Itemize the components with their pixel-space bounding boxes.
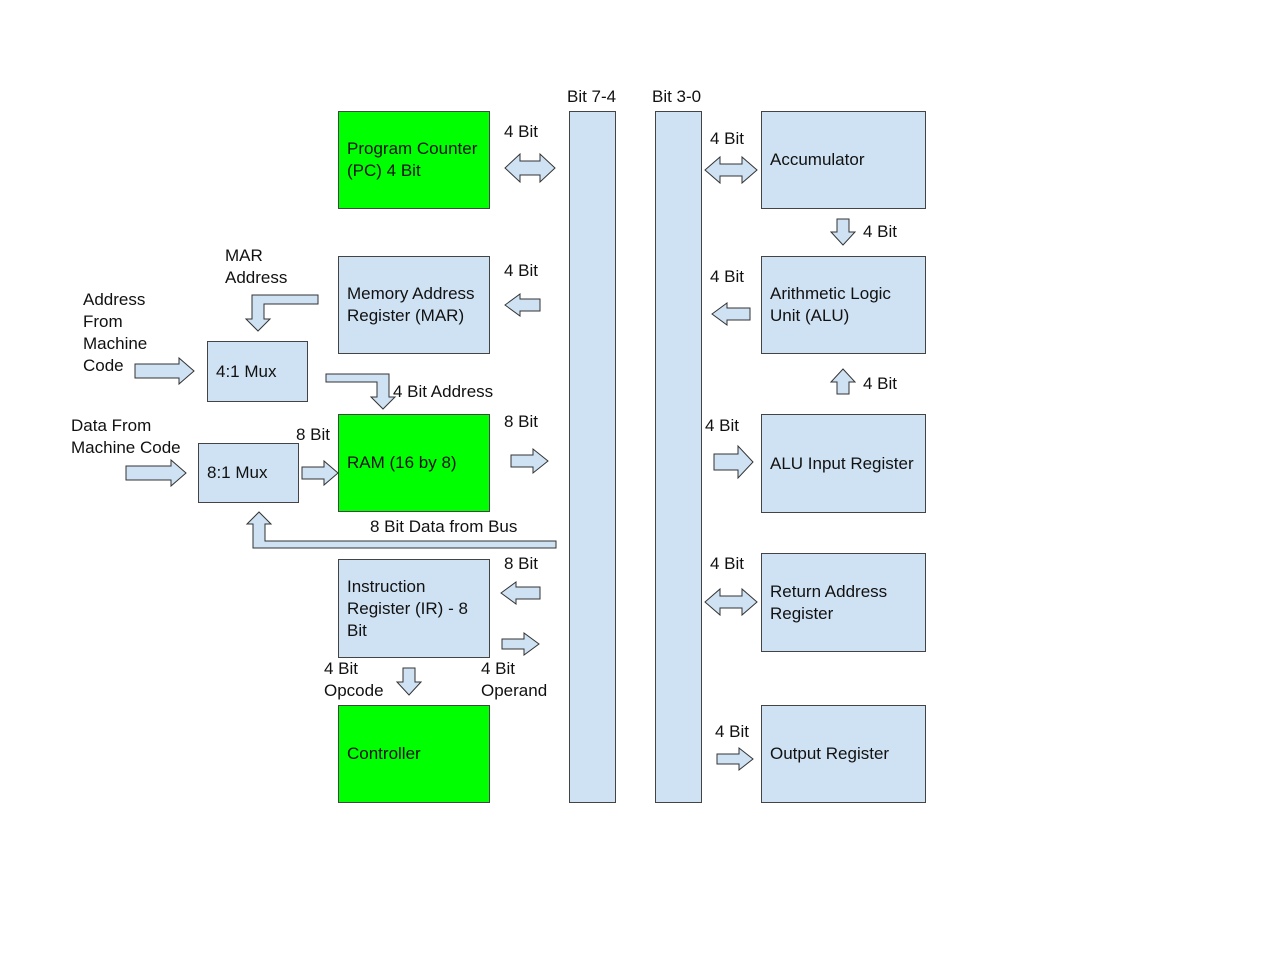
accumulator-block: Accumulator: [761, 111, 926, 209]
mux8-to-ram-arrow: [301, 459, 339, 487]
instruction-register-block: Instruction Register (IR) - 8 Bit: [338, 559, 490, 658]
data-from-code-label: Data From Machine Code: [71, 416, 181, 457]
mux-4-1-block: 4:1 Mux: [207, 341, 308, 402]
controller-block: Controller: [338, 705, 490, 803]
mux-8-1-block: 8:1 Mux: [198, 443, 299, 503]
mar-address-label: MAR Address: [225, 246, 288, 287]
output-register-text: Output Register: [770, 744, 890, 763]
controller-text: Controller: [347, 744, 421, 763]
return-address-register-text: Return Address Register: [770, 581, 888, 623]
ret-width-label: 4 Bit: [710, 554, 745, 573]
bus-bits-7-4: [569, 111, 616, 803]
ram-width-label: 8 Bit: [504, 412, 539, 431]
return-address-register-block: Return Address Register: [761, 553, 926, 652]
bus-to-ir-arrow: [500, 581, 541, 605]
alu-input-register-text: ALU Input Register: [770, 453, 914, 473]
alu-text: Arithmetic Logic Unit (ALU): [770, 284, 891, 325]
bus-bits-3-0: [655, 111, 702, 803]
ir-width-label: 8 Bit: [504, 554, 539, 573]
bus-to-output-arrow: [716, 746, 754, 772]
alu-to-bus-arrow: [711, 302, 751, 326]
alu-block: Arithmetic Logic Unit (ALU): [761, 256, 926, 354]
bus-low-label: Bit 3-0: [652, 87, 702, 106]
ir-to-controller-arrow: [395, 667, 423, 696]
ir-to-bus-arrow: [501, 632, 540, 656]
mux4-to-ram-label: 4 Bit Address: [393, 382, 494, 401]
operand-label: 4 Bit Operand: [481, 659, 548, 700]
address-in-arrow: [134, 356, 195, 386]
acc-width-label: 4 Bit: [710, 129, 745, 148]
ram-text: RAM (16 by 8): [347, 453, 457, 472]
bus-high-label: Bit 7-4: [567, 87, 617, 106]
mar-address-elbow-arrow: [244, 294, 319, 332]
program-counter-text: Program Counter (PC) 4 Bit: [347, 139, 478, 180]
acc-to-alu-label: 4 Bit: [863, 222, 898, 241]
data-from-bus-label: 8 Bit Data from Bus: [370, 517, 518, 536]
mux8-to-ram-label: 8 Bit: [296, 425, 331, 444]
acc-to-alu-arrow: [829, 218, 857, 246]
aluin-width-label: 4 Bit: [705, 416, 740, 435]
opcode-label: 4 Bit Opcode: [324, 659, 384, 700]
accumulator-text: Accumulator: [770, 150, 865, 169]
acc-bus-double-arrow: [704, 155, 758, 185]
bus-to-aluin-arrow: [713, 444, 754, 480]
output-register-block: Output Register: [761, 705, 926, 803]
mar-width-label: 4 Bit: [504, 261, 539, 280]
pc-bus-double-arrow: [504, 152, 556, 184]
mux4-to-ram-elbow-arrow: [325, 373, 397, 410]
bus-to-mar-arrow: [504, 293, 541, 317]
aluin-to-alu-label: 4 Bit: [863, 374, 898, 393]
ram-to-bus-arrow: [510, 447, 549, 475]
instruction-register-text: Instruction Register (IR) - 8 Bit: [347, 576, 468, 640]
data-in-arrow: [125, 458, 187, 488]
mar-block: Memory Address Register (MAR): [338, 256, 490, 354]
address-from-code-label: Address From Machine Code: [83, 290, 148, 375]
ret-bus-double-arrow: [704, 587, 758, 617]
alu-width-label: 4 Bit: [710, 267, 745, 286]
aluin-to-alu-arrow: [829, 368, 857, 395]
out-width-label: 4 Bit: [715, 722, 750, 741]
bus-to-mux8-elbow-arrow: [245, 511, 557, 549]
alu-input-register-block: ALU Input Register: [761, 414, 926, 513]
mux-8-1-text: 8:1 Mux: [207, 463, 268, 482]
program-counter-block: Program Counter (PC) 4 Bit: [338, 111, 490, 209]
pc-width-label: 4 Bit: [504, 122, 539, 141]
mar-text: Memory Address Register (MAR): [347, 284, 475, 325]
mux-4-1-text: 4:1 Mux: [216, 361, 277, 381]
ram-block: RAM (16 by 8): [338, 414, 490, 512]
